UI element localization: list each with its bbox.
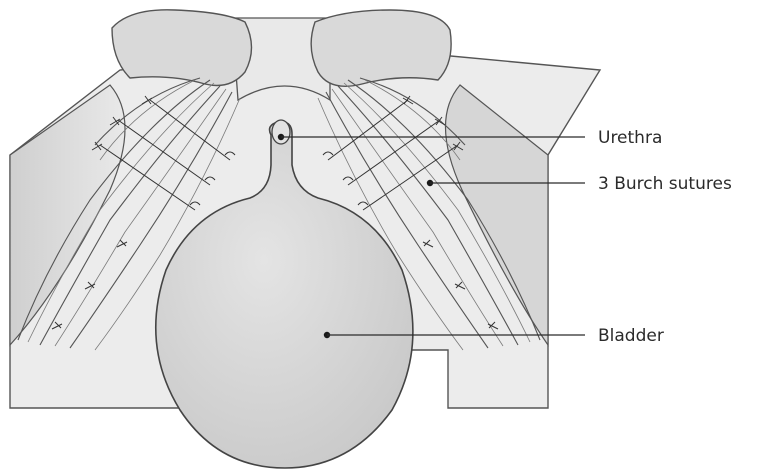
urethra-label: Urethra — [598, 128, 662, 148]
urethra — [272, 120, 290, 144]
burch-sutures-label: 3 Burch sutures — [598, 174, 732, 194]
bladder-label: Bladder — [598, 326, 664, 346]
left-pubic-ramus — [112, 10, 252, 86]
right-pubic-ramus — [311, 10, 451, 86]
